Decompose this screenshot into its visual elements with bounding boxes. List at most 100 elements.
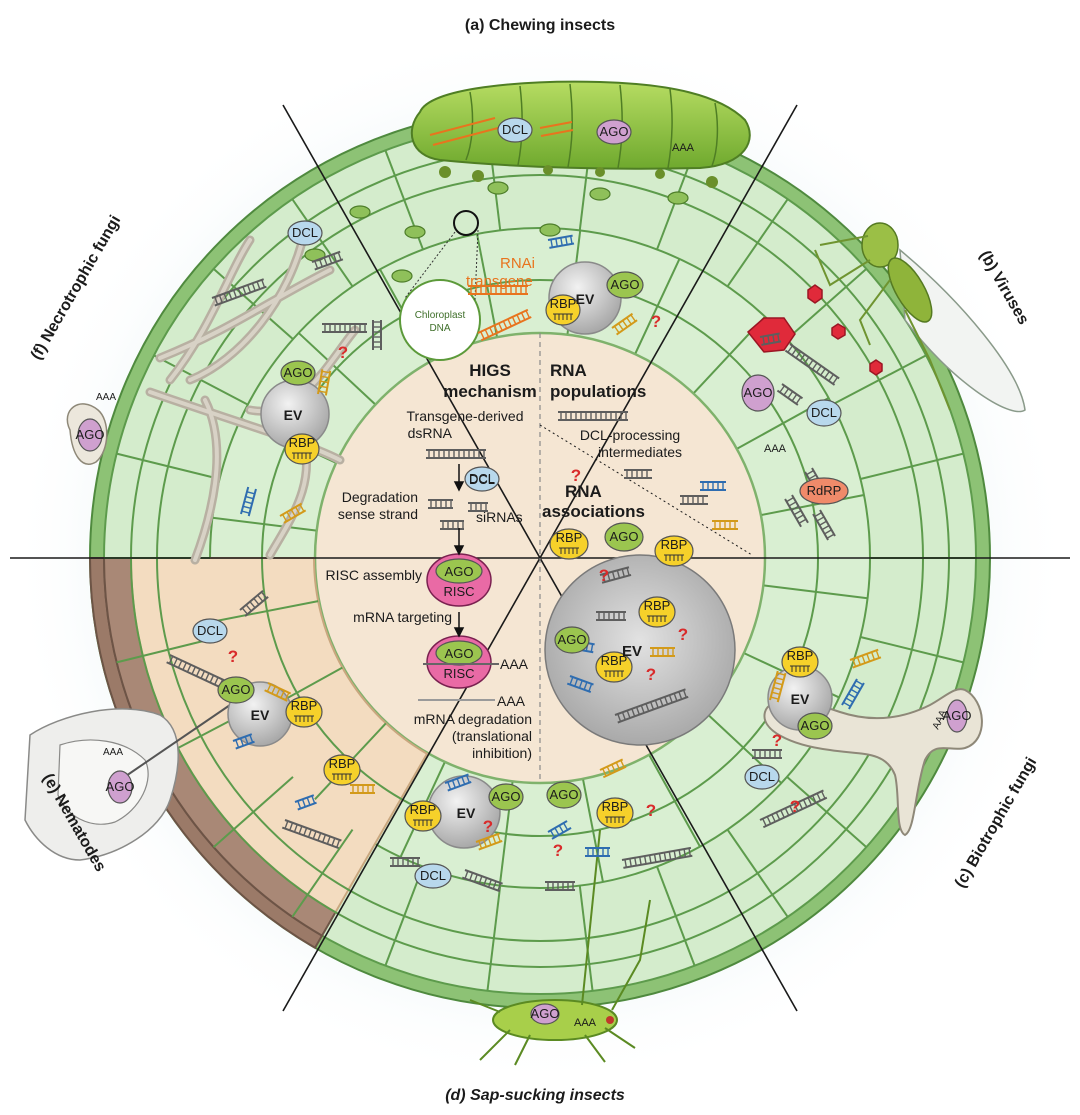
dcl-protein: DCL	[464, 466, 500, 492]
dsrna	[599, 758, 627, 779]
dsrna	[350, 784, 375, 794]
question-mark: ?	[651, 312, 661, 331]
chloroplast	[667, 191, 689, 205]
ago-protein: AGO	[546, 781, 582, 809]
svg-text:DCL: DCL	[811, 405, 837, 420]
dsrna	[752, 749, 782, 759]
ago-protein: AGO	[530, 1003, 560, 1025]
degradation-label-1: Degradation	[342, 489, 418, 505]
question-mark: ?	[483, 817, 493, 836]
svg-text:AGO: AGO	[284, 365, 313, 380]
chloroplast	[539, 223, 561, 237]
dsrna	[599, 566, 632, 584]
rbp-protein: RBP	[404, 800, 442, 832]
dsrna	[211, 278, 267, 307]
ago-protein: AGO	[606, 271, 644, 299]
dsrna	[614, 688, 689, 724]
ev-label: EV	[791, 691, 810, 707]
chloroplast	[589, 187, 611, 201]
dsrna	[566, 675, 594, 694]
risc-assembly-label: RISC assembly	[326, 567, 422, 583]
aaa-tail: AAA	[103, 747, 123, 758]
chloroplast	[349, 205, 371, 219]
degradation-label-2: sense strand	[338, 506, 418, 522]
dsrna	[700, 481, 726, 491]
rbp-protein: RBP	[781, 646, 819, 678]
aaa-tail: AAA	[96, 392, 116, 403]
dsrna	[232, 733, 255, 750]
ev-label: EV	[251, 707, 270, 723]
ago-protein: AGO	[554, 626, 590, 654]
rbp-protein: RBP	[596, 797, 634, 829]
rna-populations-1: RNA	[550, 361, 587, 380]
dsrna	[317, 369, 332, 396]
mrna-degradation-3: inhibition)	[472, 745, 532, 761]
dsrna	[759, 789, 828, 829]
mrna-degradation-2: (translational	[452, 728, 532, 744]
chloroplasts	[304, 181, 689, 283]
dsrna	[680, 495, 708, 505]
ago-protein: AGO	[280, 360, 316, 386]
big-ev-label: EV	[622, 643, 642, 660]
dsrna	[440, 520, 464, 530]
dsrna	[769, 670, 787, 703]
svg-text:RBP: RBP	[550, 296, 577, 311]
dsrna	[428, 499, 453, 509]
higs-title-1: HIGS	[469, 361, 511, 380]
svg-text:AGO: AGO	[744, 385, 773, 400]
svg-text:AGO: AGO	[445, 564, 474, 579]
rnai-label-1: RNAi	[500, 255, 535, 272]
ago-protein: AGO	[741, 374, 775, 412]
dcl-processing-1: DCL-processing	[580, 427, 680, 443]
question-mark: ?	[678, 625, 688, 644]
dsrna	[784, 494, 809, 528]
dsrna	[426, 449, 486, 459]
aaa-tail: AAA	[672, 142, 695, 154]
dsrna	[596, 611, 626, 621]
rbp-protein: RBP	[549, 528, 589, 560]
question-mark: ?	[646, 665, 656, 684]
svg-text:RISC: RISC	[443, 666, 474, 681]
center-divider-diagonal	[539, 424, 753, 556]
dsrna	[784, 343, 840, 386]
rbp-protein: RBP	[654, 535, 694, 567]
mechanism-arrows	[453, 464, 465, 638]
chloroplast	[404, 225, 426, 239]
chloroplast	[391, 269, 413, 283]
svg-text:AGO: AGO	[531, 1006, 560, 1021]
dsrna	[240, 486, 257, 517]
svg-text:RBP: RBP	[289, 435, 316, 450]
svg-text:AGO: AGO	[76, 427, 105, 442]
svg-text:RBP: RBP	[291, 698, 318, 713]
dsrna	[477, 308, 532, 342]
svg-text:RBP: RBP	[601, 653, 628, 668]
svg-text:AGO: AGO	[943, 708, 972, 723]
dsrna	[264, 682, 292, 702]
aaa-tail: AAA	[764, 443, 787, 455]
svg-text:RBP: RBP	[787, 648, 814, 663]
question-mark: ?	[646, 801, 656, 820]
dsrna	[239, 589, 269, 617]
svg-text:RBP: RBP	[410, 802, 437, 817]
svg-text:DCL: DCL	[420, 868, 446, 883]
svg-text:AGO: AGO	[801, 718, 830, 733]
dsrna	[311, 250, 344, 271]
chloroplast	[487, 181, 509, 195]
nematode	[24, 704, 231, 861]
rbp-protein: RBP	[638, 596, 676, 628]
ago-protein: AGO	[106, 770, 134, 804]
rdrp-protein: RdRP	[799, 477, 849, 505]
ago-protein: AGO	[797, 712, 833, 740]
question-marks: ????????????	[228, 312, 800, 860]
dsrna	[841, 678, 865, 710]
dcl-protein: DCL	[806, 399, 842, 427]
transgene-label-1: Transgene-derived	[407, 408, 524, 424]
leafhopper	[814, 222, 1026, 413]
higs-title-2: mechanism	[443, 382, 537, 401]
dsrna	[650, 647, 675, 657]
svg-text:DCL: DCL	[197, 623, 223, 638]
transgene-label-2: dsRNA	[408, 425, 453, 441]
svg-text:AGO: AGO	[610, 529, 639, 544]
